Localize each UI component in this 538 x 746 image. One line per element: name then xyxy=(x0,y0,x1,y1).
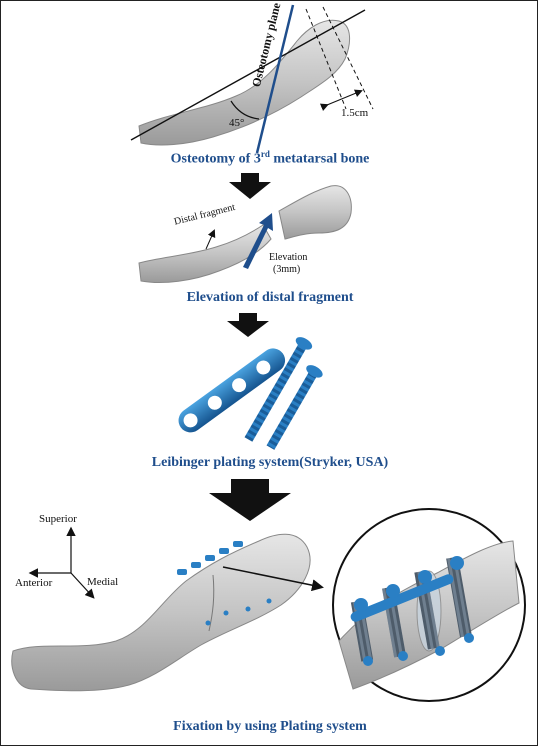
fixation-caption: Fixation by using Plating system xyxy=(173,719,367,734)
zoom-detail xyxy=(338,540,520,690)
zoom-pointer-arrow xyxy=(222,566,324,592)
elevation-arrow xyxy=(243,213,273,269)
osteotomy-caption-rest: metatarsal bone xyxy=(273,151,370,167)
plating-system-caption: Leibinger plating system(Stryker, USA) xyxy=(151,455,389,470)
screw-tips xyxy=(205,598,272,626)
angle-arc xyxy=(230,100,260,120)
long-screw xyxy=(244,337,313,442)
elevation-label: Elevation xyxy=(269,252,308,263)
elevation-caption: Elevation of distal fragment xyxy=(186,290,354,305)
osteotomy-plane-line xyxy=(255,4,295,154)
fixed-metatarsal-bone xyxy=(11,533,311,692)
short-screw xyxy=(266,365,323,450)
angle-label: 45° xyxy=(229,117,245,129)
elevation-value: (3mm) xyxy=(273,264,301,275)
axis-superior-label: Superior xyxy=(39,513,77,525)
proximal-fragment xyxy=(138,224,272,284)
metatarsal-bone xyxy=(138,19,350,146)
osteotomy-caption: Osteotomy of 3rd metatarsal bone xyxy=(1,149,537,168)
osteotomy-panel xyxy=(130,4,374,154)
distal-fragment xyxy=(278,185,352,240)
axis-medial-label: Medial xyxy=(87,576,119,588)
implant-panel xyxy=(178,337,323,450)
osteotomy-caption-sup: rd xyxy=(260,149,270,159)
dashed-guide-1 xyxy=(305,8,347,110)
elevation-panel xyxy=(138,185,352,284)
distance-label: 1.5cm xyxy=(341,107,369,119)
osteotomy-caption-main: Osteotomy of 3 xyxy=(170,151,261,167)
distal-fragment-pointer xyxy=(205,229,216,250)
bone-plate xyxy=(178,348,286,433)
step-arrow-3 xyxy=(209,479,291,521)
bone-axis-line xyxy=(130,9,366,141)
plate-on-bone xyxy=(177,541,243,575)
step-arrow-1 xyxy=(229,173,271,199)
step-arrow-2 xyxy=(227,313,269,337)
dimension-line xyxy=(319,89,363,111)
axis-anterior-label: Anterior xyxy=(15,577,53,589)
orientation-axes xyxy=(28,526,95,599)
osteotomy-cut-line xyxy=(208,574,215,632)
fixation-panel xyxy=(11,508,526,702)
dashed-guide-2 xyxy=(322,6,374,110)
medial-axis xyxy=(70,572,95,599)
